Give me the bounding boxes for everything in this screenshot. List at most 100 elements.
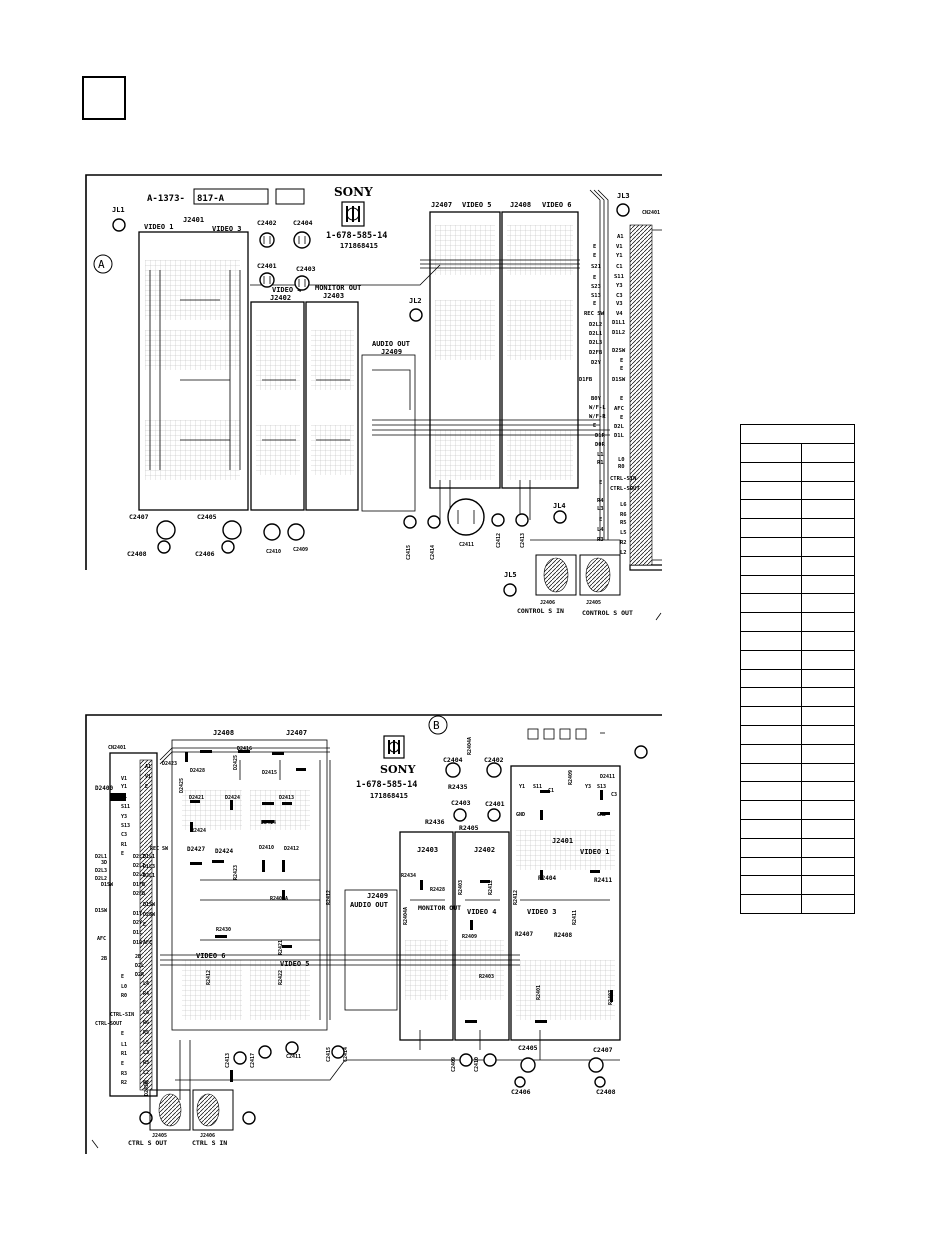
svg-text:D1L: D1L	[133, 930, 142, 936]
svg-text:R3: R3	[143, 1060, 149, 1066]
svg-text:C1: C1	[548, 788, 554, 794]
board-a-traces	[149, 189, 621, 560]
svg-text:D2L: D2L	[614, 424, 625, 430]
svg-text:D2425: D2425	[179, 778, 185, 793]
svg-text:MONITOR OUT: MONITOR OUT	[418, 904, 461, 912]
svg-text:D1L1: D1L1	[612, 320, 626, 326]
svg-text:E: E	[121, 1031, 124, 1037]
svg-text:R2409: R2409	[568, 770, 574, 785]
svg-text:C2405: C2405	[518, 1044, 538, 1052]
svg-text:VIDEO 6: VIDEO 6	[542, 201, 572, 209]
svg-text:VIDEO 4: VIDEO 4	[272, 286, 302, 294]
svg-text:D1SW: D1SW	[101, 882, 114, 888]
svg-text:E: E	[620, 358, 623, 364]
table-row	[740, 724, 855, 745]
svg-text:E: E	[143, 922, 146, 928]
svg-text:D2L2: D2L2	[95, 876, 107, 882]
svg-text:D2L1: D2L1	[95, 854, 107, 860]
table-row	[740, 894, 855, 914]
svg-text:C2408: C2408	[127, 550, 147, 558]
label-d2400: D2400	[95, 785, 113, 792]
svg-text:J2402: J2402	[270, 294, 291, 302]
svg-text:C1: C1	[616, 264, 623, 270]
label-cn2401-b: CN2401	[108, 745, 126, 751]
svg-text:V4: V4	[616, 311, 623, 317]
svg-text:R2423: R2423	[233, 865, 239, 880]
svg-text:J2401: J2401	[183, 216, 204, 224]
svg-text:CTRL-SOUT: CTRL-SOUT	[95, 1021, 122, 1027]
svg-text:R2412: R2412	[488, 880, 494, 895]
svg-text:R2409: R2409	[462, 934, 477, 940]
svg-text:R2436: R2436	[425, 818, 445, 826]
svg-text:E: E	[620, 366, 623, 372]
label-cn2401: CN2401	[642, 210, 660, 216]
svg-text:C2407: C2407	[593, 1046, 613, 1054]
svg-text:D2Y: D2Y	[133, 920, 142, 926]
svg-text:L6: L6	[620, 502, 627, 508]
svg-text:C2402: C2402	[257, 219, 277, 227]
table-row	[740, 574, 855, 595]
table-row	[740, 630, 855, 651]
svg-text:S21: S21	[591, 264, 602, 270]
svg-text:VIDEO 5: VIDEO 5	[280, 960, 310, 968]
svg-text:CTRL-SIN: CTRL-SIN	[110, 1012, 134, 1018]
svg-text:D2L3: D2L3	[95, 868, 107, 874]
svg-text:R2: R2	[143, 1080, 149, 1086]
svg-text:R2435: R2435	[448, 783, 468, 791]
jl-rings	[112, 203, 630, 597]
svg-text:R6: R6	[620, 512, 627, 518]
svg-text:E: E	[599, 480, 602, 486]
control-s-connectors-a	[535, 554, 621, 596]
svg-text:D2415: D2415	[262, 770, 277, 776]
svg-text:L2: L2	[620, 550, 627, 556]
svg-text:R2430: R2430	[216, 927, 231, 933]
table-row	[740, 461, 855, 482]
pcb-code: 1-678-585-14	[326, 231, 387, 241]
svg-text:D2413: D2413	[279, 795, 294, 801]
label-jl2: JL2	[409, 297, 422, 305]
svg-text:CTRL-SOUT: CTRL-SOUT	[610, 486, 640, 492]
dip-switch-symbol	[341, 201, 365, 227]
svg-text:B0Y: B0Y	[591, 396, 602, 402]
board-b-capacitors	[233, 762, 606, 1088]
svg-text:D1SW: D1SW	[143, 902, 156, 908]
svg-text:R2403: R2403	[479, 974, 494, 980]
control-s-connectors-b	[149, 1089, 234, 1131]
dip-switch-symbol-b	[383, 735, 405, 759]
svg-text:R3: R3	[121, 1071, 127, 1077]
svg-text:D1SW: D1SW	[612, 377, 626, 383]
svg-text:AFC: AFC	[97, 936, 106, 942]
table-row	[740, 536, 855, 557]
svg-text:S11: S11	[533, 784, 542, 790]
svg-text:R2411: R2411	[594, 877, 612, 884]
svg-text:E: E	[599, 517, 602, 523]
svg-text:C2401: C2401	[257, 262, 277, 270]
svg-text:MONITOR OUT: MONITOR OUT	[315, 284, 361, 292]
board-a-rotated-labels: C2415 C2414 C2412 C2413	[406, 533, 526, 560]
svg-text:VIDEO 5: VIDEO 5	[462, 201, 492, 209]
svg-text:V1: V1	[121, 776, 127, 782]
svg-text:D2FB: D2FB	[589, 350, 603, 356]
svg-text:R1: R1	[121, 842, 127, 848]
svg-text:D2R: D2R	[135, 972, 145, 978]
svg-text:D1L3: D1L3	[143, 864, 155, 870]
svg-text:J2401: J2401	[552, 837, 573, 845]
svg-text:D2416: D2416	[237, 746, 252, 752]
svg-text:L1: L1	[597, 452, 604, 458]
svg-text:2B: 2B	[135, 954, 141, 960]
table-row	[740, 781, 855, 802]
board-a-capacitors	[156, 231, 529, 554]
svg-text:J2406: J2406	[540, 600, 555, 606]
svg-text:R2403: R2403	[458, 880, 464, 895]
board-b: B 1-678-585-14 SONY 171868415 CN2401 D24…	[85, 714, 662, 1154]
table-row	[740, 687, 855, 708]
svg-text:J2405: J2405	[586, 600, 601, 606]
svg-text:D2424: D2424	[225, 795, 240, 801]
corner-marker-box	[82, 76, 126, 120]
svg-text:R6: R6	[143, 1020, 149, 1026]
pcb-serial: 171868415	[340, 242, 378, 250]
svg-text:VIDEO 3: VIDEO 3	[527, 908, 557, 916]
svg-text:2B: 2B	[101, 956, 107, 962]
svg-text:D1L: D1L	[614, 433, 625, 439]
svg-text:S11: S11	[614, 274, 625, 280]
